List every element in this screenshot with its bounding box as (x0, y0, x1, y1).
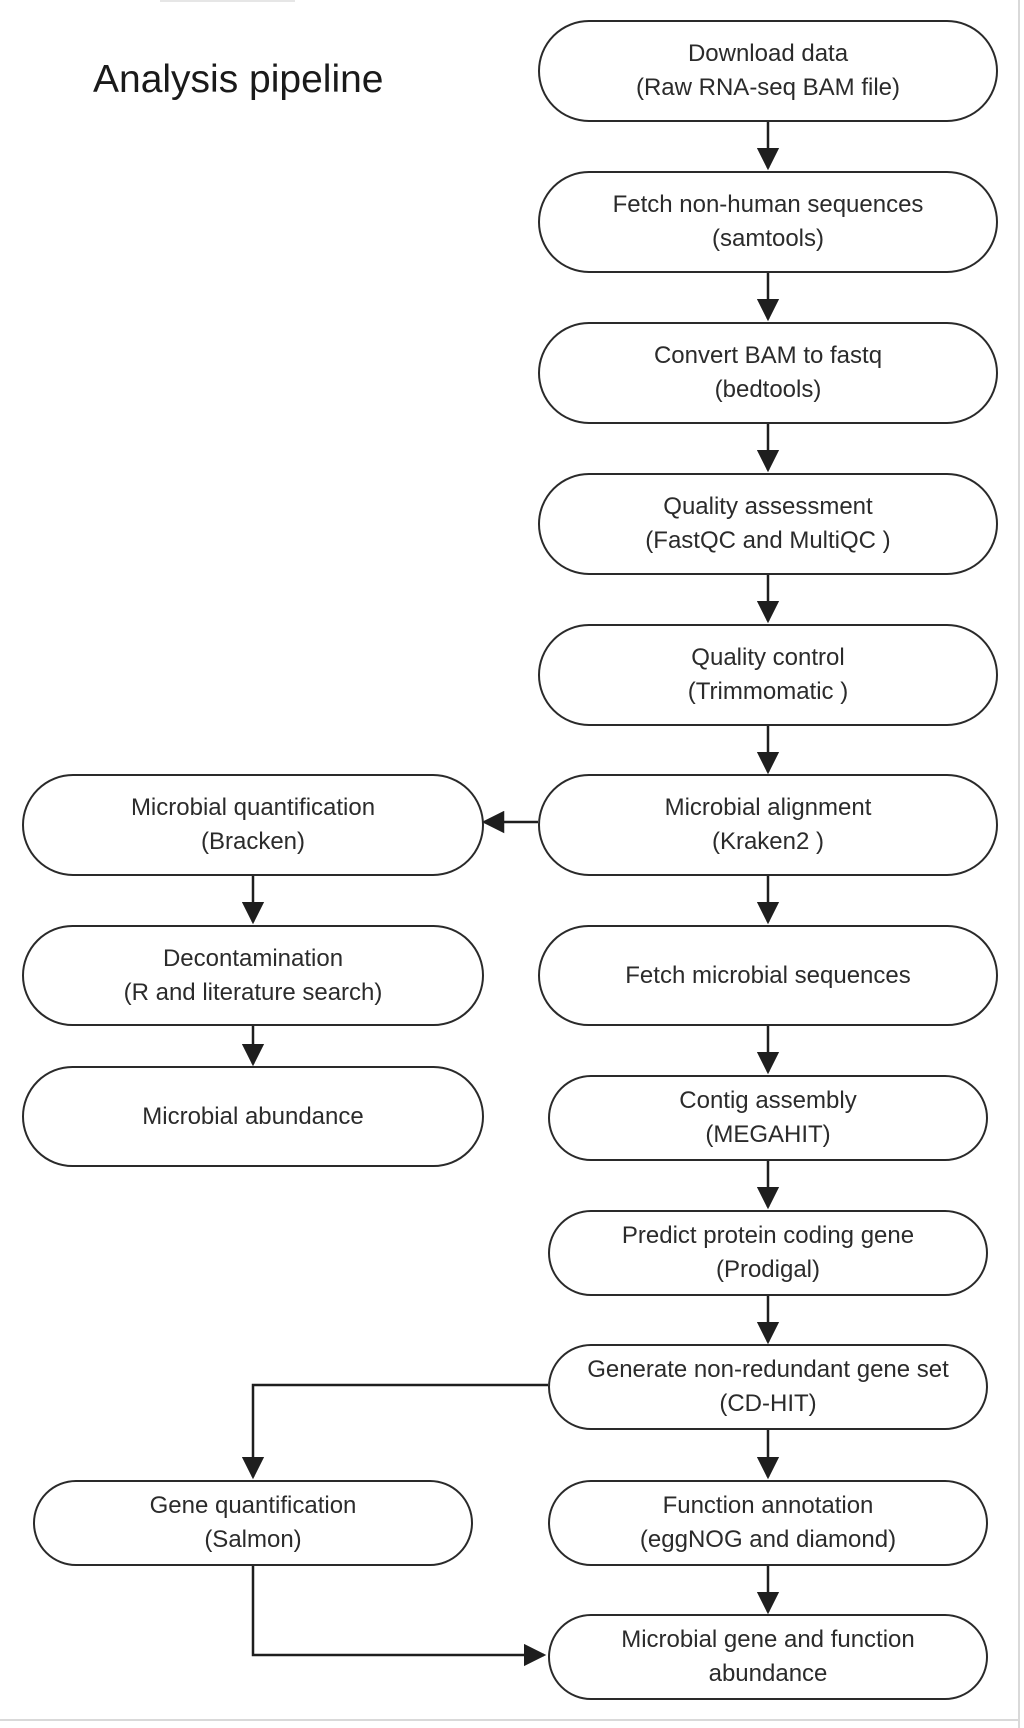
node-tool: (bedtools) (714, 376, 822, 403)
node-label: Convert BAM to fastq (653, 342, 883, 369)
node-microbial-quantification: Microbial quantification (Bracken) (22, 774, 484, 876)
node-tool: (Trimmomatic ) (687, 678, 849, 705)
node-tool: (samtools) (711, 225, 825, 252)
node-tool: abundance (708, 1660, 828, 1687)
node-tool: (eggNOG and diamond) (639, 1526, 897, 1553)
node-label: Fetch microbial sequences (625, 961, 911, 989)
node-label: Microbial alignment (664, 794, 872, 821)
node-gene-quantification: Gene quantification (Salmon) (33, 1480, 473, 1566)
node-label: Gene quantification (149, 1492, 357, 1519)
node-label: Quality control (691, 644, 845, 671)
node-tool: (CD-HIT) (719, 1390, 817, 1417)
node-label: Download data (687, 40, 849, 67)
node-convert-bam: Convert BAM to fastq (bedtools) (538, 322, 998, 424)
node-label: Predict protein coding gene (621, 1222, 915, 1249)
node-quality-control: Quality control (Trimmomatic ) (538, 624, 998, 726)
node-tool: (Prodigal) (715, 1256, 821, 1283)
node-label: Microbial quantification (130, 794, 376, 821)
node-tool: (Raw RNA-seq BAM file) (635, 74, 901, 101)
node-label: Contig assembly (679, 1087, 857, 1114)
node-nonredundant-geneset: Generate non-redundant gene set (CD-HIT) (548, 1344, 988, 1430)
node-fetch-nonhuman: Fetch non-human sequences (samtools) (538, 171, 998, 273)
node-label: Generate non-redundant gene set (587, 1356, 949, 1383)
arrow-gene-quant-to-abundance (251, 1566, 547, 1667)
node-predict-genes: Predict protein coding gene (Prodigal) (548, 1210, 988, 1296)
node-gene-function-abundance: Microbial gene and function abundance (548, 1614, 988, 1700)
node-fetch-microbial: Fetch microbial sequences (538, 925, 998, 1026)
node-label: Decontamination (162, 944, 344, 972)
node-tool: (Salmon) (204, 1526, 302, 1553)
node-tool: (FastQC and MultiQC ) (645, 527, 891, 554)
node-tool: (MEGAHIT) (705, 1121, 831, 1148)
node-microbial-alignment: Microbial alignment (Kraken2 ) (538, 774, 998, 876)
diagram-title: Analysis pipeline (93, 58, 384, 101)
node-quality-assessment: Quality assessment (FastQC and MultiQC ) (538, 473, 998, 575)
node-label: Quality assessment (663, 493, 873, 520)
node-microbial-abundance: Microbial abundance (22, 1066, 484, 1167)
frame-edge-bottom (0, 1719, 1020, 1721)
node-contig-assembly: Contig assembly (MEGAHIT) (548, 1075, 988, 1161)
frame-edge-top (160, 0, 295, 2)
node-decontamination: Decontamination (R and literature search… (22, 925, 484, 1026)
node-label: Function annotation (662, 1492, 874, 1519)
node-tool: (Bracken) (200, 828, 306, 855)
node-label: Fetch non-human sequences (612, 191, 924, 218)
node-function-annotation: Function annotation (eggNOG and diamond) (548, 1480, 988, 1566)
node-tool: (R and literature search) (123, 978, 383, 1006)
node-tool: (Kraken2 ) (711, 828, 825, 855)
node-label: Microbial abundance (142, 1102, 364, 1130)
node-download-data: Download data (Raw RNA-seq BAM file) (538, 20, 998, 122)
arrow-geneset-to-gene-quant (241, 1383, 548, 1480)
frame-edge-right (1018, 0, 1020, 1728)
node-label: Microbial gene and function (621, 1626, 915, 1653)
